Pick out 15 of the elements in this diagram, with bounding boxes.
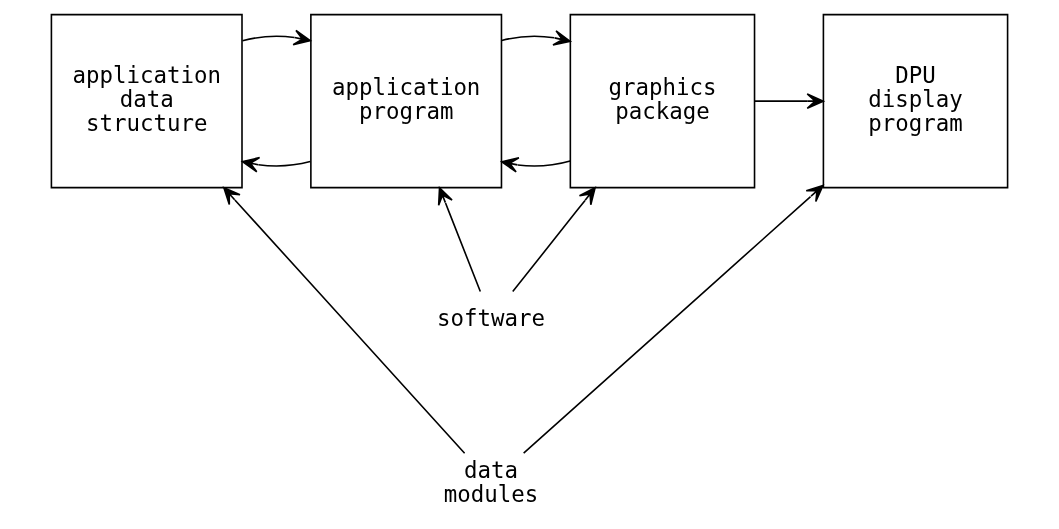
- arrow: [522, 184, 824, 454]
- node-text: software: [437, 305, 546, 332]
- node-box: graphics package: [569, 13, 756, 189]
- node-box: application data structure: [50, 13, 243, 189]
- arrow: [437, 186, 482, 293]
- arrow: [511, 186, 596, 293]
- arrow: [241, 156, 312, 173]
- arrow: [241, 29, 312, 46]
- node-box: DPU display program: [822, 13, 1009, 189]
- node-box: application program: [310, 13, 503, 189]
- arrow: [223, 187, 466, 454]
- arrow: [500, 30, 571, 46]
- arrow: [754, 93, 825, 110]
- node-text: data modules: [443, 456, 539, 507]
- arrow: [500, 157, 571, 173]
